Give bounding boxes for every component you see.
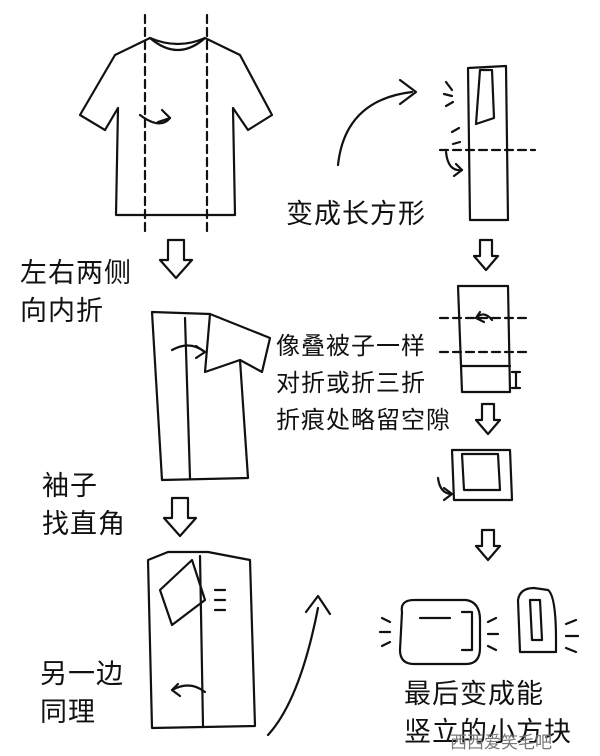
rectangle-fold-drawing [442,64,510,222]
down-arrow-5 [474,528,502,562]
step3-line1: 另一边 [40,659,124,690]
watermark: 西西爱笑毛吧 [450,733,552,753]
step1-line2: 向内折 [20,296,104,327]
step2-caption: 袖子 找直角 [42,468,126,544]
step6-line1: 最后变成能 [404,679,544,710]
tshirt-fold-guides [143,13,209,234]
blanket-fold-guides [438,316,532,354]
step4-caption: 变成长方形 [286,196,426,234]
step6-caption: 最后变成能 竖立的小方块 [404,676,572,752]
step5-line3: 折痕处略留空隙 [276,406,451,434]
step2-line1: 袖子 [42,471,98,502]
step3-line2: 同理 [40,697,96,728]
curve-arrow-bottom [266,594,332,737]
step6-line2: 竖立的小方块 [404,717,572,748]
down-arrow-2 [162,496,198,538]
final-block-lying-drawing [378,598,500,666]
shirt-sleeve-folded-drawing [146,550,257,730]
step5-line2: 对折或折三折 [276,369,426,397]
step1-line1: 左右两侧 [20,258,132,289]
shirt-sides-folded-drawing [150,310,272,482]
step5-caption: 像叠被子一样 对折或折三折 折痕处略留空隙 [276,328,451,439]
blanket-fold-drawing [456,284,522,394]
down-arrow-4 [474,402,502,436]
final-block-standing-drawing [516,586,580,654]
down-arrow-1 [158,238,194,280]
step2-line2: 找直角 [42,509,126,540]
step4-line1: 变成长方形 [286,199,426,230]
step3-caption: 另一边 同理 [40,656,124,732]
curve-arrow-top [336,78,418,167]
compact-fold-drawing [436,448,514,502]
step5-line1: 像叠被子一样 [276,332,426,360]
tshirt-flat-drawing [78,36,274,217]
step1-caption: 左右两侧 向内折 [20,255,132,331]
down-arrow-3 [472,238,500,272]
